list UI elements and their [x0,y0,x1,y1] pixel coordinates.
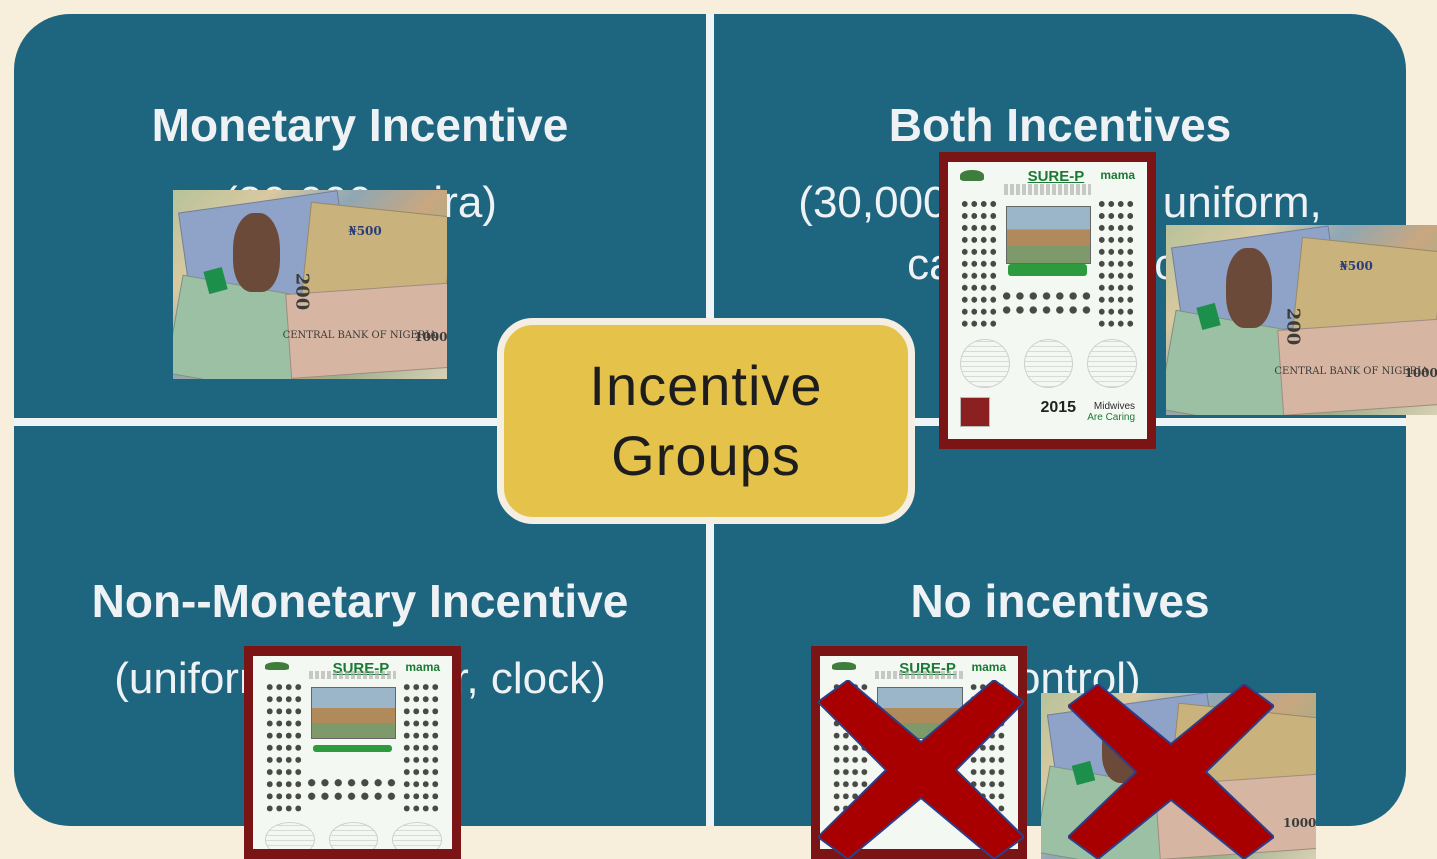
bank-label: CENTRAL BANK OF NIGERIA [1274,365,1429,377]
note-1000-label: 1000 [1404,365,1437,380]
calendar-poster-image: SURE-P mama [244,646,461,859]
note-1000-label: 1000 [1283,815,1316,830]
quadrant-nonmonetary-title: Non--Monetary Incentive [91,575,629,627]
cross-mark-icon [1068,684,1274,859]
naira-notes-image: ₦500 200 CENTRAL BANK OF NIGERIA 1000 [1166,225,1437,415]
bank-label: CENTRAL BANK OF NIGERIA [282,329,437,341]
center-label-line1: Incentive [589,354,823,417]
quadrant-both-title: Both Incentives [888,99,1232,151]
cross-mark-icon [818,680,1024,859]
quadrant-none-title: No incentives [910,575,1210,627]
director-photo [959,397,990,428]
poster-partner: mama [405,659,441,674]
naira-notes-image: ₦500 200 CENTRAL BANK OF NIGERIA 1000 [173,190,447,379]
center-label-box: Incentive Groups [497,318,915,524]
poster-brand: SURE-P [1027,167,1085,185]
note-1000-label: 1000 [414,329,447,344]
poster-partner: mama [1100,167,1136,182]
note-500-label: ₦500 [348,224,382,239]
note-200-label: 200 [290,272,312,311]
poster-year: 2015 [1040,399,1077,417]
poster-partner: mama [971,659,1007,674]
note-500-label: ₦500 [1339,259,1373,274]
poster-tagline-1: Midwives [1093,401,1136,413]
center-label-line2: Groups [611,424,801,487]
note-200-label: 200 [1282,307,1304,346]
quadrant-monetary-title: Monetary Incentive [151,99,569,151]
poster-tagline-2: Are Caring [1087,412,1136,424]
